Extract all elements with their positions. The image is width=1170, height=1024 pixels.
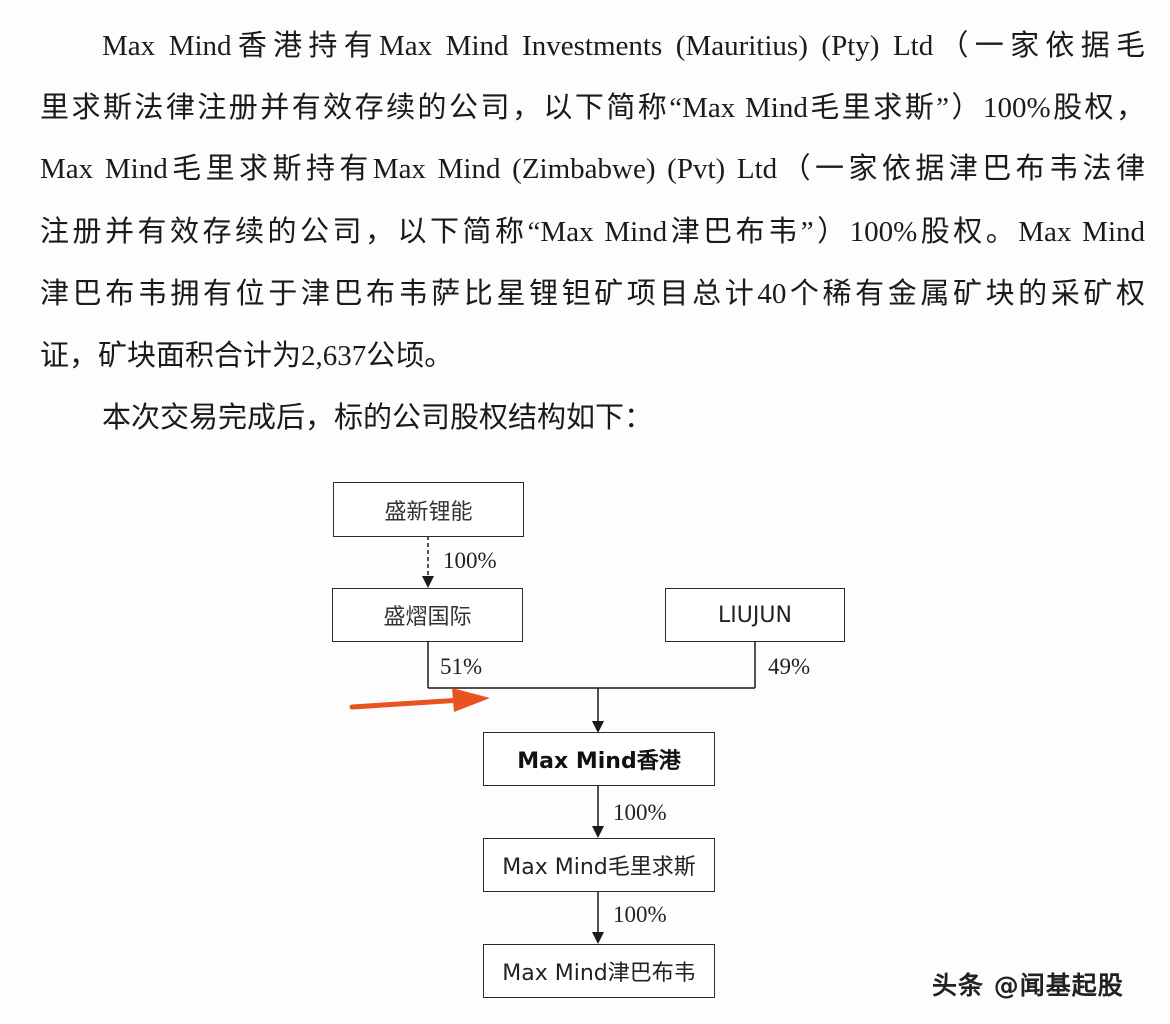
node-maxmind-zimbabwe: Max Mind津巴布韦 xyxy=(483,944,715,998)
paragraph-line-1: Max Mind香港持有Max Mind Investments (Maurit… xyxy=(102,30,1145,62)
paragraph-line-4: 注册并有效存续的公司，以下简称“Max Mind津巴布韦”）100%股权。Max… xyxy=(40,216,1145,248)
paragraph-line-3: Max Mind毛里求斯持有Max Mind (Zimbabwe) (Pvt) … xyxy=(40,153,1145,185)
paragraph-line-6: 证，矿块面积合计为2,637公顷。 xyxy=(40,340,454,372)
node-shengyu-international: 盛熠国际 xyxy=(332,588,523,642)
edge-label-shengyu-hk: 51% xyxy=(440,654,483,679)
edge-label-mu-zw: 100% xyxy=(613,902,667,927)
node-maxmind-mauritius: Max Mind毛里求斯 xyxy=(483,838,715,892)
edge-label-hk-mu: 100% xyxy=(613,800,667,825)
node-shengxin-lithium: 盛新锂能 xyxy=(333,482,524,537)
edge-label-liujun-hk: 49% xyxy=(768,654,811,679)
source-watermark: 头条 @闻基起股 xyxy=(932,971,1124,1000)
node-liujun: LIUJUN xyxy=(665,588,845,642)
paragraph-line-2: 里求斯法律注册并有效存续的公司，以下简称“Max Mind毛里求斯”）100%股… xyxy=(40,92,1145,124)
paragraph-line-5: 津巴布韦拥有位于津巴布韦萨比星锂钽矿项目总计40个稀有金属矿块的采矿权 xyxy=(40,278,1145,310)
paragraph-intro-structure: 本次交易完成后，标的公司股权结构如下： xyxy=(102,402,654,434)
node-maxmind-hongkong: Max Mind香港 xyxy=(483,732,715,786)
edge-label-shengxin-shengyu: 100% xyxy=(443,548,497,573)
